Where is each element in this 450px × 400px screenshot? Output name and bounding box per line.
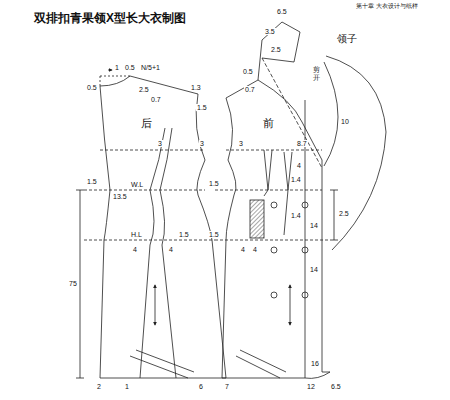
dimension-label: 3 (238, 140, 244, 147)
dimension-label: 4 (132, 246, 138, 253)
back-hem (100, 378, 226, 379)
button (271, 202, 277, 208)
back-guides (84, 150, 215, 240)
collar-piece (326, 56, 386, 250)
dimension-label: 1.5 (208, 231, 220, 238)
dimension-label: 3.5 (264, 28, 276, 35)
dimension-label: 第十章 大衣设计与纸样 (355, 3, 419, 9)
hem-vent (130, 350, 194, 378)
back-princess-seam (160, 128, 176, 378)
dimension-label: 4 (296, 162, 302, 169)
dimension-label: 6.5 (276, 8, 288, 15)
dimension-label: 1.5 (86, 178, 98, 185)
button (271, 292, 277, 298)
back-neck (100, 76, 130, 86)
dimension-label: 6 (198, 383, 204, 390)
button (271, 247, 277, 253)
button (302, 247, 308, 253)
button (302, 292, 308, 298)
grain-arrow (290, 285, 291, 325)
dimension-label: 2.5 (338, 210, 350, 217)
dimension-label: 6.5 (330, 383, 342, 390)
back-shoulder (130, 76, 198, 94)
dimension-label: 3 (199, 140, 205, 147)
dimension-label: 前 (262, 118, 275, 129)
dimension-label: 1.5 (178, 231, 190, 238)
dimension-label: 2.5 (138, 86, 150, 93)
pocket (250, 200, 264, 238)
dimension-label: 0.5 (124, 64, 136, 71)
neck-arrow (108, 70, 112, 71)
front-extension (322, 160, 323, 372)
dimension-label: 0.5 (86, 84, 98, 91)
dimension-label: 10 (340, 118, 350, 125)
dimension-label: 2 (96, 383, 102, 390)
back-princess-seam (140, 128, 165, 378)
front-armhole (226, 98, 233, 160)
dimension-label: H.L (130, 231, 143, 238)
dimension-label: 4 (240, 246, 246, 253)
back-center (100, 86, 110, 378)
dimension-label: 1.4 (290, 212, 302, 219)
grain-arrow (155, 285, 156, 325)
dimension-label: 12 (306, 383, 316, 390)
dimension-label: 13.5 (112, 193, 128, 200)
dimension-label: 1.4 (290, 176, 302, 183)
front-side-seam (222, 160, 236, 378)
collar-top (258, 22, 300, 80)
front-dart (284, 152, 292, 235)
dimension-label: 后 (140, 118, 153, 129)
button (302, 202, 308, 208)
dimension-label: N/5+1 (140, 64, 161, 71)
dimension-label: 剪开 (312, 66, 321, 81)
dimension-label: 4 (168, 246, 174, 253)
front-shoulder (226, 80, 258, 98)
dimension-label: 4 (252, 246, 258, 253)
front-piece (215, 22, 386, 378)
dimension-label: 1.5 (208, 180, 220, 187)
hem-vent (236, 350, 286, 378)
back-side-seam (197, 160, 226, 378)
back-neck-guide (100, 76, 130, 86)
lapel-roll-line (262, 58, 322, 168)
front-dart (264, 150, 272, 196)
dimension-label: 14 (309, 266, 319, 273)
dimension-label: 0.7 (150, 96, 162, 103)
dimension-label: 1.3 (190, 84, 202, 91)
dimension-label: 1 (114, 64, 120, 71)
front-hem (222, 372, 330, 378)
back-piece (76, 70, 226, 378)
lapel-edge (258, 80, 322, 160)
dimension-label: 0.5 (242, 68, 254, 75)
dimension-label: 3 (157, 140, 163, 147)
dimension-label: 1.5 (196, 104, 208, 111)
front-guides (215, 150, 330, 240)
dimension-label: 75 (68, 280, 78, 287)
dimension-label: W.L (130, 181, 144, 188)
dimension-label: 7 (224, 383, 230, 390)
dimension-label: 8.7 (296, 140, 308, 147)
dimension-label: 领子 (336, 34, 358, 44)
dimension-label: 1 (124, 383, 130, 390)
dimension-label: 14 (309, 222, 319, 229)
drawing-title: 双排扣青果领X型长大衣制图 (34, 10, 186, 27)
dimension-label: 16 (310, 360, 320, 367)
extension-dimension (330, 190, 338, 240)
dimension-label: 0.7 (244, 86, 256, 93)
dimension-label: 2.5 (270, 46, 282, 53)
collar-inner (324, 62, 338, 166)
